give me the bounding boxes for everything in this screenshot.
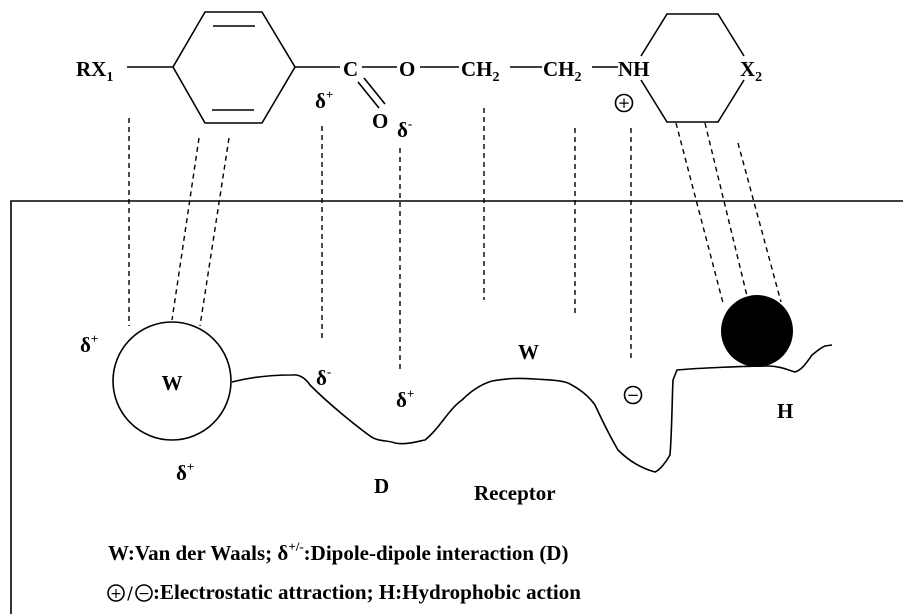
delta-minus-oxygen: δ-	[397, 116, 412, 142]
svg-text:+: +	[618, 94, 631, 112]
interaction-lines	[128, 108, 782, 370]
svg-text:/: /	[127, 584, 133, 604]
legend: W:Van der Waals; δ+/-:Dipole-dipole inte…	[107, 539, 581, 604]
carbon-label: C	[343, 57, 358, 81]
nh-label: NH	[618, 57, 650, 81]
van-der-waals-site: W	[112, 321, 232, 441]
ester-oxygen: O	[399, 57, 415, 81]
legend-line-2: :Electrostatic attraction; H:Hydrophobic…	[153, 580, 581, 604]
negative-charge-icon: −	[623, 385, 643, 405]
plus-minus-icon: + / −	[107, 584, 153, 604]
h-label: H	[777, 399, 793, 423]
heterocycle-top	[640, 13, 745, 57]
ch2-a: CH2	[461, 57, 500, 85]
x2-label: X2	[740, 57, 762, 85]
svg-text:+: +	[110, 586, 122, 602]
ch2-b: CH2	[543, 57, 582, 85]
benzene-ring	[172, 11, 296, 124]
svg-text:−: −	[138, 586, 150, 602]
hydrophobic-ball	[721, 295, 793, 367]
svg-text:−: −	[627, 386, 640, 404]
heterocycle-bottom	[640, 79, 745, 123]
delta-plus-carbon: δ+	[315, 87, 333, 113]
legend-line-1: W:Van der Waals; δ+/-:Dipole-dipole inte…	[108, 539, 568, 565]
rx1-label: RX1	[76, 57, 113, 85]
delta-plus-receptor: δ+	[396, 386, 414, 412]
molecule: RX1 C O O CH2 CH2 NH X2 + δ+ δ-	[76, 11, 762, 142]
receptor-surface	[231, 344, 833, 473]
d-label: D	[374, 474, 389, 498]
carbonyl-oxygen: O	[372, 109, 388, 133]
w-mid-label: W	[518, 340, 539, 364]
receptor-label: Receptor	[474, 481, 556, 505]
delta-plus-left: δ+	[80, 331, 98, 357]
delta-plus-under-w: δ+	[176, 459, 194, 485]
receptor-boundary	[10, 200, 903, 614]
carbonyl-bond-1	[357, 81, 380, 109]
positive-charge-icon: +	[614, 93, 634, 113]
carbonyl-bond-2	[363, 77, 386, 105]
delta-minus-receptor: δ-	[316, 364, 331, 390]
w-circle-label: W	[162, 371, 183, 395]
